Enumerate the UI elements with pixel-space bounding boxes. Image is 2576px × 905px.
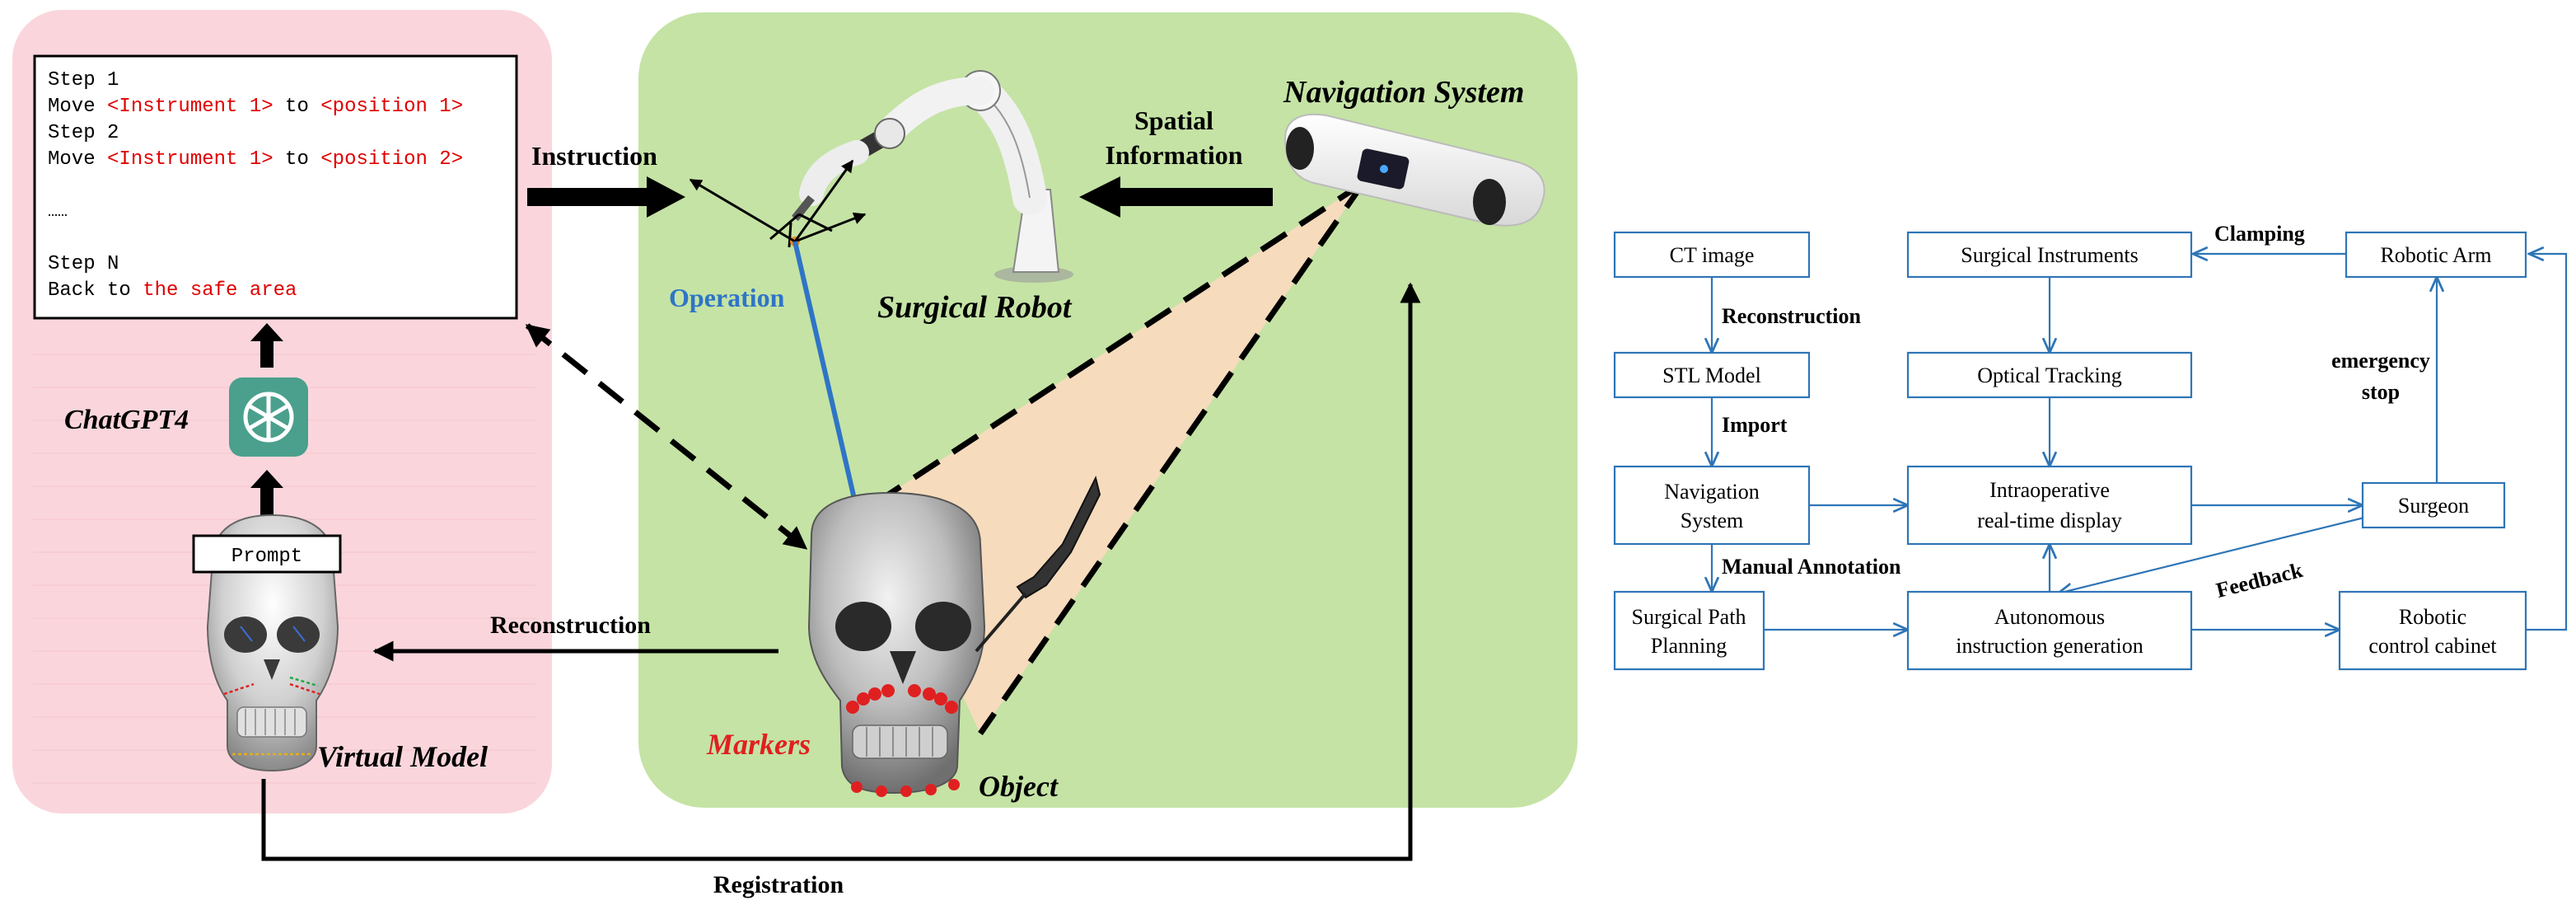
code-safe-area-token: the safe area (143, 279, 297, 302)
workflow-flowchart: CT image STL Model Navigation System Sur… (1613, 222, 2568, 671)
edge-label-stop: stop (2362, 380, 2400, 404)
registration-markers (846, 684, 960, 797)
svg-text:Step 1: Step 1 (48, 69, 119, 91)
code-step-2: Step 2 (48, 122, 119, 144)
flowchart-edges (1712, 254, 2568, 630)
tracking-tool (975, 476, 1101, 653)
object-label: Object (979, 770, 1059, 803)
code-to-word: to (273, 148, 321, 171)
node-robotic-arm: Robotic Arm (2345, 231, 2527, 279)
code-move-word: Move (48, 96, 107, 118)
instruction-label: Instruction (531, 141, 657, 171)
node-surgeon: Surgeon (2361, 481, 2506, 529)
edge-label-feedback: Feedback (2214, 558, 2305, 603)
svg-text:Navigation: Navigation (1664, 480, 1760, 504)
reconstruction-label: Reconstruction (490, 612, 651, 639)
node-ct-image: CT image (1613, 231, 1811, 279)
svg-text:STL Model: STL Model (1662, 363, 1761, 387)
virtual-model-label: Virtual Model (317, 740, 488, 773)
svg-text:Surgical Instruments: Surgical Instruments (1961, 243, 2138, 267)
dashed-double-arrow-code-skull (525, 323, 808, 551)
code-move-word: Move (48, 148, 107, 171)
svg-text:Step N: Step N (48, 253, 119, 275)
edge-label-reconstruction: Reconstruction (1722, 304, 1862, 328)
svg-text:Autonomous: Autonomous (1994, 605, 2105, 629)
virtual-model-skull (206, 513, 339, 772)
dashed-tracking-lines (872, 181, 1366, 735)
svg-text:Move <Instrument 1> to <positi: Move <Instrument 1> to <position 1> (48, 96, 463, 118)
node-stl-model: STL Model (1613, 351, 1811, 399)
edge-label-emergency: emergency (2331, 349, 2430, 373)
spatial-information-arrow (1079, 176, 1273, 218)
code-back-word: Back to (48, 279, 143, 302)
svg-text:Optical Tracking: Optical Tracking (1977, 363, 2122, 387)
svg-text:Intraoperative: Intraoperative (1989, 478, 2110, 502)
code-to-word: to (273, 96, 321, 118)
node-surgical-instruments: Surgical Instruments (1906, 231, 2193, 279)
svg-text:Back to the safe area: Back to the safe area (48, 279, 297, 302)
robot-coordinate-axes (689, 159, 867, 243)
code-instrument-token: <Instrument 1> (107, 148, 273, 171)
code-step-1: Step 1 (48, 69, 119, 91)
node-surgical-path-planning: Surgical Path Planning (1613, 590, 1765, 671)
code-step-n: Step N (48, 253, 119, 275)
navigation-camera-device (1283, 113, 1545, 227)
code-position-token: <position 2> (320, 148, 463, 171)
edge-label-manual-annotation: Manual Annotation (1722, 555, 1901, 579)
svg-text:control cabinet: control cabinet (2368, 634, 2497, 658)
node-intraoperative-display: Intraoperative real-time display (1906, 465, 2193, 546)
svg-text:Planning: Planning (1651, 634, 1727, 658)
edge-label-import: Import (1722, 413, 1788, 437)
prompt-label: Prompt (231, 546, 302, 568)
svg-text:Robotic: Robotic (2399, 605, 2466, 629)
surgical-robot-label: Surgical Robot (877, 290, 1073, 325)
svg-text:real-time display: real-time display (1977, 509, 2121, 532)
svg-text:……: …… (48, 203, 68, 222)
svg-text:Surgeon: Surgeon (2398, 494, 2469, 518)
tracking-field-cone (873, 183, 1363, 734)
instruction-arrow (527, 176, 685, 218)
node-robotic-control-cabinet: Robotic control cabinet (2338, 590, 2527, 671)
svg-text:Surgical Path: Surgical Path (1632, 605, 1746, 629)
node-autonomous-instruction: Autonomous instruction generation (1906, 590, 2193, 671)
code-position-token: <position 1> (320, 96, 463, 118)
svg-text:Move <Instrument 1> to <positi: Move <Instrument 1> to <position 2> (48, 148, 463, 171)
svg-text:Robotic Arm: Robotic Arm (2380, 243, 2491, 267)
node-optical-tracking: Optical Tracking (1906, 351, 2193, 399)
markers-label: Markers (706, 728, 811, 761)
svg-text:System: System (1681, 509, 1744, 532)
navigation-system-label: Navigation System (1283, 75, 1524, 110)
up-arrow-prompt-to-gpt (250, 470, 283, 516)
operation-label: Operation (669, 283, 785, 312)
svg-text:instruction generation: instruction generation (1956, 634, 2143, 658)
openai-logo-icon (229, 377, 308, 457)
spatial-label-line2: Information (1105, 140, 1242, 170)
surgical-robot-arm (769, 70, 1073, 283)
svg-text:Step 2: Step 2 (48, 122, 119, 144)
edge-label-clamping: Clamping (2214, 222, 2305, 246)
spatial-label-line1: Spatial (1134, 106, 1213, 135)
registration-label: Registration (713, 871, 844, 898)
node-navigation-system: Navigation System (1613, 465, 1811, 546)
svg-text:CT image: CT image (1670, 243, 1755, 267)
code-ellipsis: …… (48, 203, 68, 222)
object-skull (807, 491, 986, 795)
chatgpt-label: ChatGPT4 (64, 405, 189, 435)
up-arrow-gpt-to-code (250, 323, 283, 368)
code-instrument-token: <Instrument 1> (107, 96, 273, 118)
prompt-box: Prompt (192, 534, 342, 574)
instruction-code-box: Step 1 Move <Instrument 1> to <position … (33, 54, 518, 320)
registration-arrow (261, 282, 1421, 861)
